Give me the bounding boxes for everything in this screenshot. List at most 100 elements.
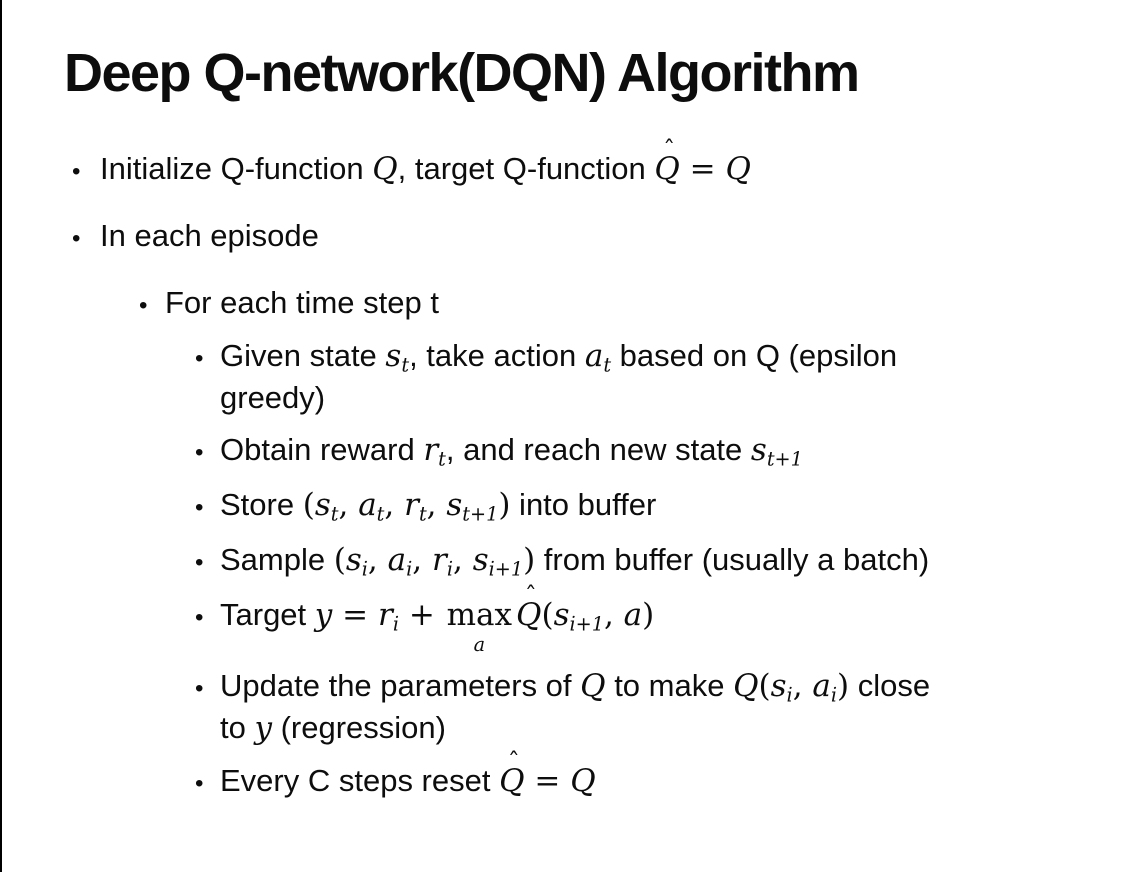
bullet-icon: • — [72, 158, 81, 186]
math-var: at — [584, 338, 612, 377]
hat-accent-icon: ˆ — [524, 581, 537, 610]
math-subscript: t+1 — [462, 502, 499, 526]
text-segment: close — [849, 668, 931, 704]
text-segment: Initialize Q-function — [100, 151, 373, 187]
math-operator: ( — [541, 597, 554, 634]
math-operator: + — [398, 597, 445, 634]
bullet-list: •Initialize Q-function Q, target Q-funct… — [2, 135, 1124, 804]
bullet-text: For each time step t — [165, 282, 1124, 323]
math-var: at — [358, 487, 385, 526]
math-operator: ( — [758, 668, 771, 705]
math-var: ai — [387, 542, 413, 581]
math-var: rt — [404, 487, 427, 526]
math-operator: , — [384, 487, 405, 524]
math-subscript: i+1 — [569, 612, 604, 636]
bullet-text: Given state st, take action at based on … — [220, 335, 1124, 418]
text-segment: greedy) — [220, 380, 326, 416]
math-var: si — [345, 542, 368, 581]
math-subscript: i — [830, 683, 838, 707]
text-segment: Sample — [220, 542, 334, 578]
bullet-icon: • — [72, 225, 81, 253]
text-segment: based on Q (epsilon — [611, 338, 898, 374]
math-operator: , — [367, 542, 388, 579]
math-operator: , — [338, 487, 359, 524]
math-var: st+1 — [750, 432, 803, 471]
bullet-text: Initialize Q-function Q, target Q-functi… — [100, 135, 1124, 190]
math-var: Q — [733, 668, 759, 705]
text-segment: Obtain reward — [220, 432, 424, 468]
text-segment: to make — [605, 668, 734, 704]
text-segment: , target Q-function — [397, 151, 655, 187]
math-var: si+1 — [472, 542, 524, 581]
text-segment: to — [220, 710, 255, 746]
text-segment: Update the parameters of — [220, 668, 581, 704]
text-segment: Every C steps reset — [220, 763, 500, 799]
math-subscript: t — [418, 502, 427, 526]
math-var: Q — [725, 151, 751, 188]
math-var: st — [385, 338, 410, 377]
math-var: y — [314, 597, 333, 634]
list-item: •Initialize Q-function Q, target Q-funct… — [2, 135, 1124, 192]
math-var: Q — [372, 151, 398, 188]
math-var: ri — [377, 597, 399, 636]
math-operator: max — [446, 597, 513, 634]
math-operator: ) — [642, 597, 655, 634]
math-subscript: t — [401, 353, 410, 377]
list-item: • Store (st, at, rt, st+1) into buffer — [2, 484, 1124, 528]
bullet-text: In each episode — [100, 215, 1124, 256]
math-subscript: i — [406, 557, 413, 581]
math-subscript: t+1 — [766, 447, 803, 471]
math-var: Q — [580, 668, 606, 705]
text-segment: Store — [220, 487, 303, 523]
list-item: •Update the parameters of Q to make Q(si… — [2, 665, 1124, 749]
math-var: si+1 — [553, 597, 604, 636]
text-segment: into buffer — [510, 487, 657, 523]
math-operator: ( — [333, 542, 346, 579]
math-operator: ) — [523, 542, 536, 579]
math-var: Q — [570, 763, 596, 800]
math-subscript: i — [786, 683, 793, 707]
math-var: si — [770, 668, 793, 707]
math-operator: , — [426, 487, 447, 524]
bullet-icon: • — [195, 675, 204, 703]
math-subscript: i — [361, 557, 368, 581]
math-operator: ( — [302, 487, 315, 524]
math-var: st — [314, 487, 339, 526]
math-var: st+1 — [446, 487, 499, 526]
math-subscript: t — [603, 353, 612, 377]
math-var: y — [254, 710, 272, 747]
math-operator: , — [412, 542, 432, 579]
hat-accent-icon: ˆ — [663, 135, 676, 164]
text-segment: , take action — [409, 338, 585, 374]
math-var: rt — [423, 432, 446, 471]
math-subscript: t — [376, 502, 385, 526]
list-item: •Given state st, take action at based on… — [2, 335, 1124, 418]
math-subscript: i — [392, 612, 399, 636]
math-subscript: i — [446, 557, 453, 581]
text-segment: For each time step t — [165, 285, 439, 321]
math-var: ai — [812, 668, 838, 707]
math-var: ri — [432, 542, 453, 581]
bullet-icon: • — [195, 345, 204, 373]
bullet-text: Sample (si, ai, ri, si+1) from buffer (u… — [220, 539, 1124, 581]
bullet-icon: • — [195, 494, 204, 522]
bullet-text: Update the parameters of Q to make Q(si,… — [220, 665, 1124, 749]
list-item: •For each time step t — [2, 282, 1124, 326]
text-segment: Target — [220, 597, 315, 633]
bullet-icon: • — [195, 439, 204, 467]
math-operator: , — [603, 597, 624, 634]
math-operator: = — [679, 151, 726, 188]
bullet-icon: • — [195, 770, 204, 798]
bullet-text: Obtain reward rt, and reach new state st… — [220, 429, 1124, 471]
math-operator: , — [452, 542, 473, 579]
math-operator: , — [792, 668, 813, 705]
bullet-text: Store (st, at, rt, st+1) into buffer — [220, 484, 1124, 526]
